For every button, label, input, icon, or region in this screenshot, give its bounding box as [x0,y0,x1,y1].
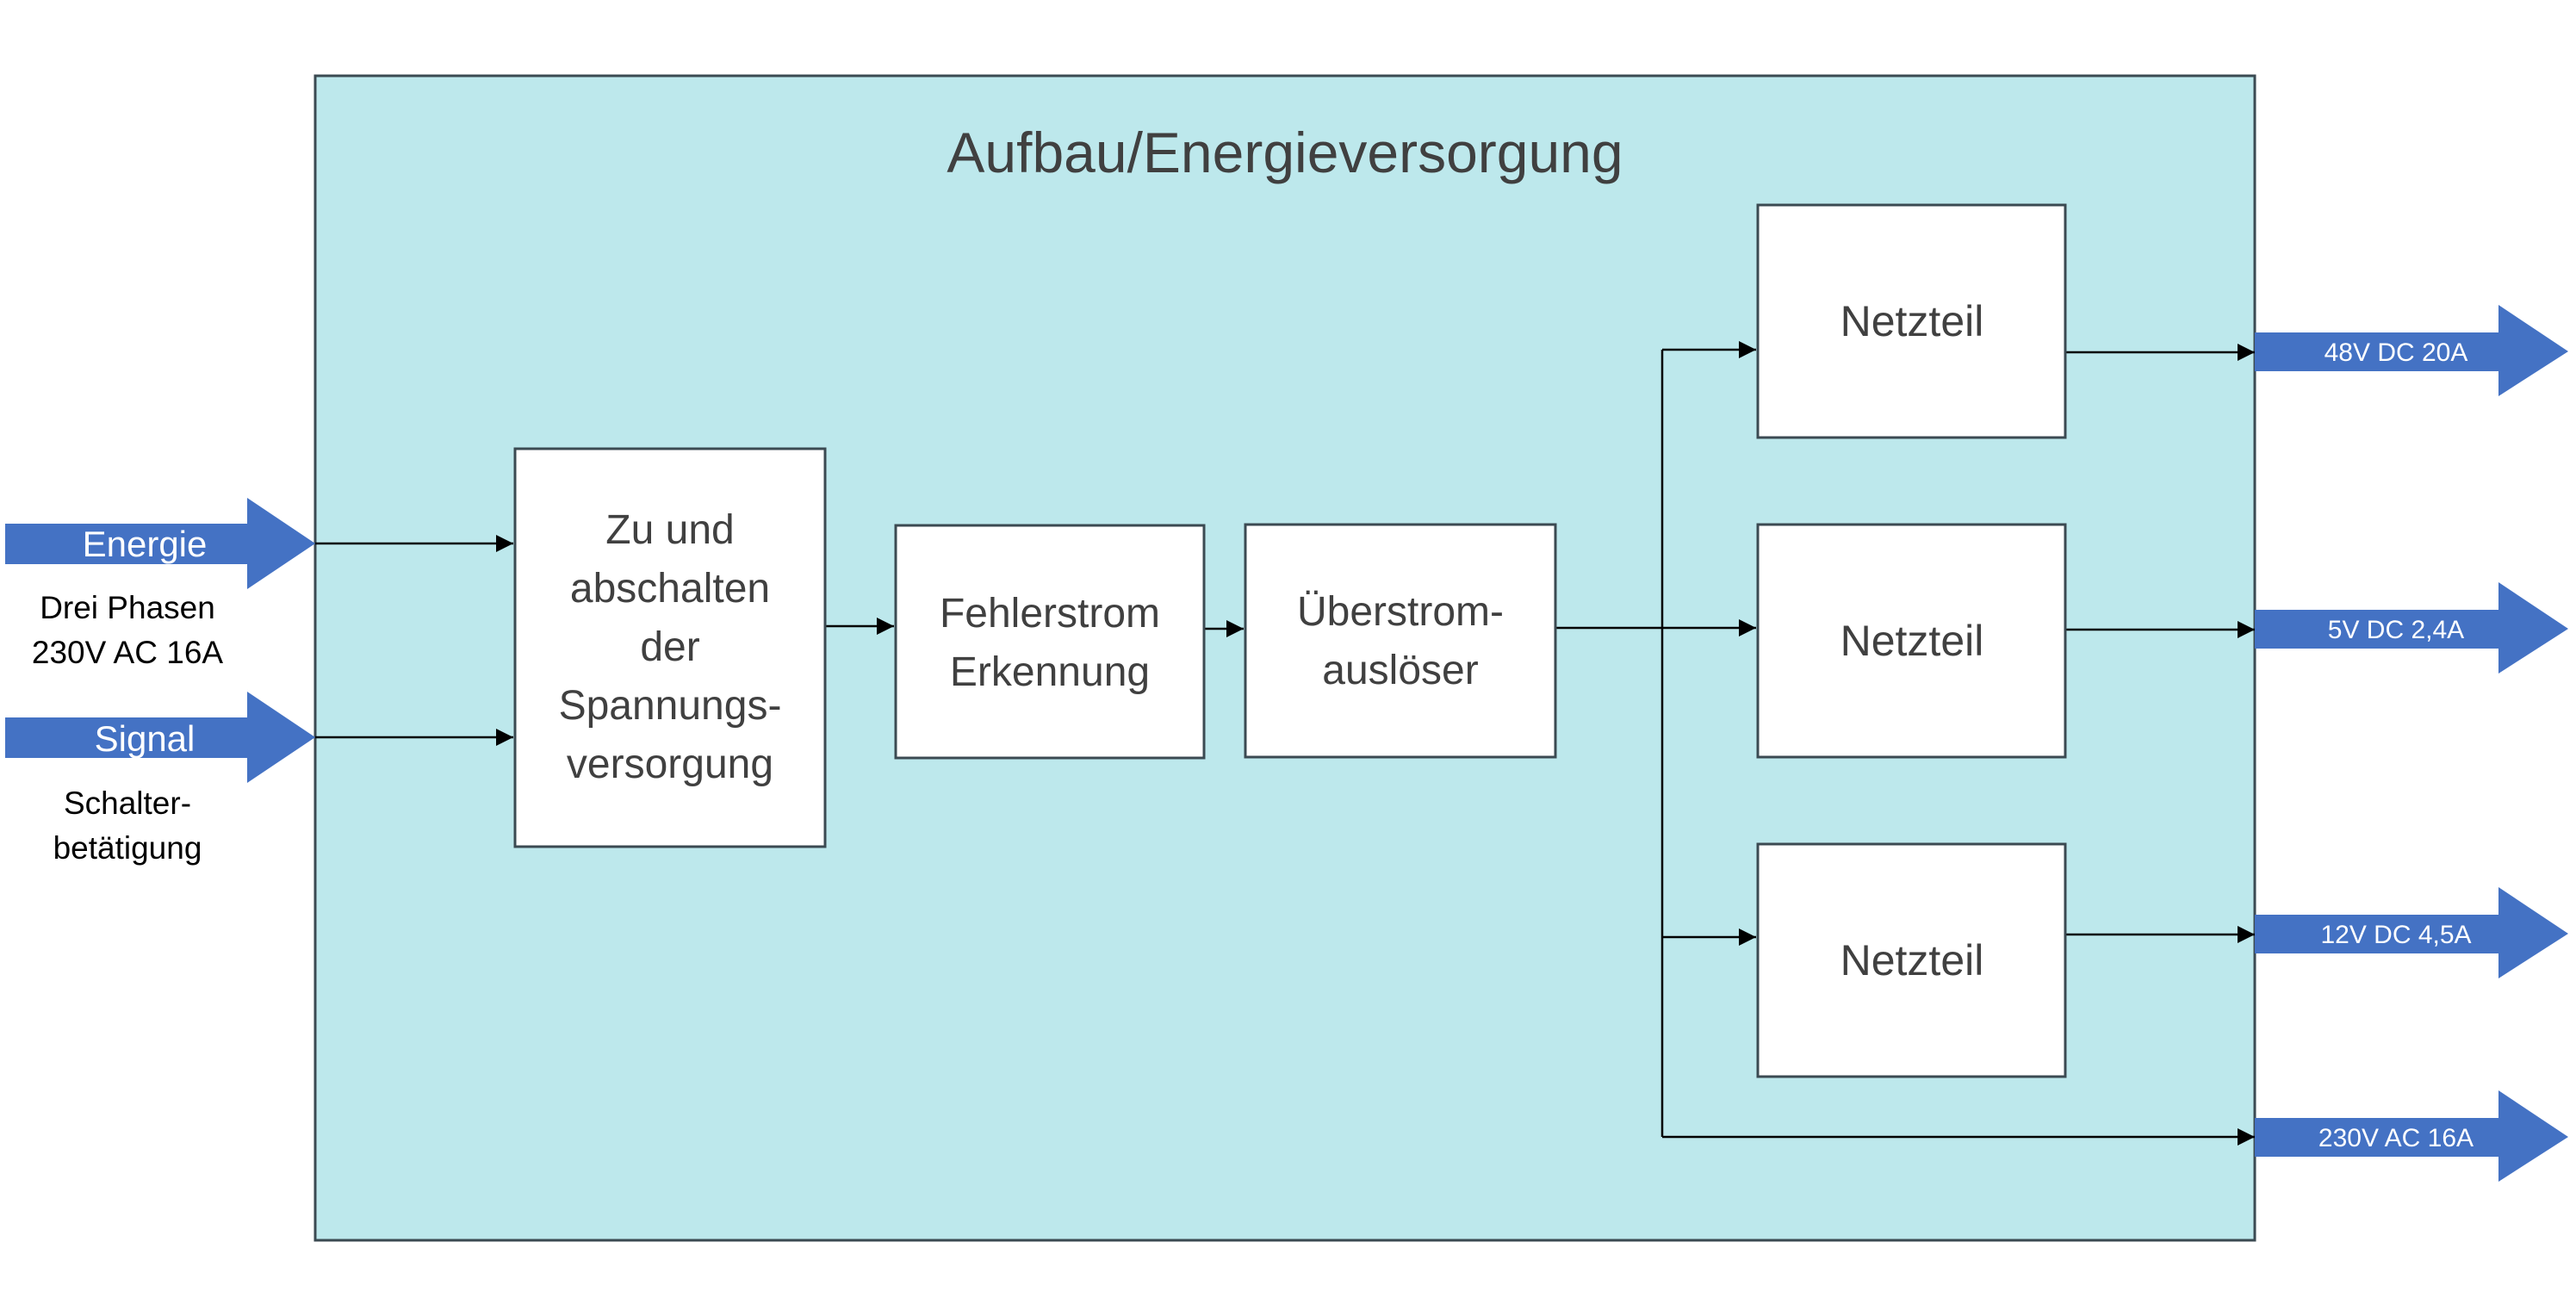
connectors [315,341,2255,1146]
output-label-5v: 5V DC 2,4A [2328,616,2464,644]
switch-block-line-1: Zu und [605,507,734,553]
switch-block-line-5: versorgung [567,742,773,787]
psu-block-3-label: Netzteil [1840,936,1984,984]
overcurrent-block-line-2: auslöser [1322,648,1478,693]
switch-block-line-4: Spannungs- [559,683,782,729]
output-arrow-5v [2255,582,2568,674]
switch-block-line-2: abschalten [570,566,770,612]
energy-caption-line-1: Drei Phasen [40,590,215,625]
psu-block-1 [1756,203,2067,439]
switch-block [513,447,827,848]
psu-block-2-label: Netzteil [1840,617,1984,665]
rcd-block-line-1: Fehlerstrom [940,591,1160,636]
rcd-block-text: Fehlerstrom Erkennung [940,591,1160,695]
signal-input-arrow [5,692,315,783]
diagram-title: Aufbau/Energieversorgung [947,121,1623,184]
signal-input-label: Signal [95,718,196,759]
energy-input-label: Energie [83,524,208,564]
signal-caption-line-1: Schalter- [64,786,191,821]
psu-block-2 [1756,523,2067,759]
output-label-12v: 12V DC 4,5A [2320,921,2471,949]
energy-caption-line-2: 230V AC 16A [32,635,223,670]
overcurrent-block [1244,523,1557,759]
psu-block-1-label: Netzteil [1840,297,1984,345]
switch-block-line-3: der [640,624,699,670]
output-label-230v: 230V AC 16A [2318,1124,2474,1152]
rcd-block-line-2: Erkennung [950,649,1150,695]
psu-block-3 [1756,842,2067,1078]
overcurrent-block-text: Überstrom- auslöser [1297,589,1504,693]
output-label-48v: 48V DC 20A [2325,338,2468,367]
output-arrow-230v [2255,1090,2568,1182]
output-arrow-12v [2255,887,2568,978]
switch-block-text: Zu und abschalten der Spannungs- versorg… [559,507,782,787]
rcd-block [894,524,1206,760]
overcurrent-block-line-1: Überstrom- [1297,589,1504,635]
output-arrow-48v [2255,305,2568,396]
signal-caption-line-2: betätigung [53,830,202,866]
energy-input-arrow [5,498,315,589]
